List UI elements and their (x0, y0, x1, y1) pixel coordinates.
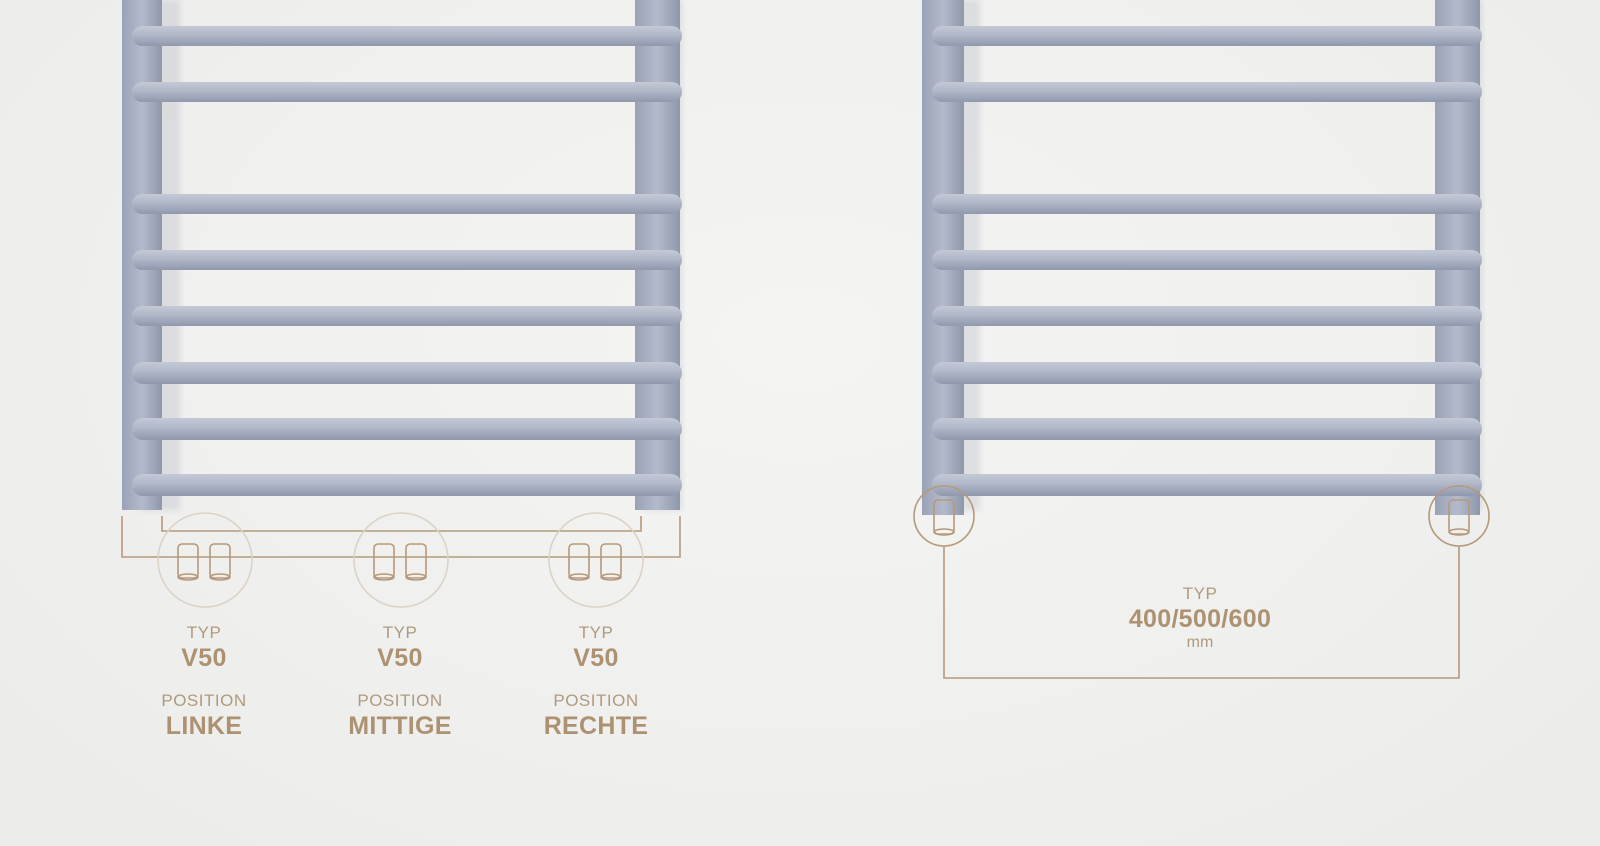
type-value: V50 (377, 644, 423, 672)
position-label: POSITION (357, 691, 443, 710)
left-radiator-bars (132, 26, 682, 496)
unit-label: mm (1186, 634, 1214, 651)
left-connection-lines (121, 516, 681, 558)
valve-single-icon (1428, 485, 1490, 547)
valve-single-icon (913, 485, 975, 547)
valve-pair-icon (353, 512, 449, 608)
type-label: TYP (382, 623, 418, 642)
position-label: POSITION (553, 691, 639, 710)
position-value: RECHTE (543, 712, 649, 740)
type-label: TYP (186, 623, 222, 642)
type-value: V50 (181, 644, 227, 672)
right-connection-lines (943, 546, 1460, 679)
right-radiator (922, 0, 1482, 515)
option-spacing: TYP 400/500/600 mm (1100, 584, 1300, 652)
option-center-mittige: TYP V50 POSITION MITTIGE (320, 623, 480, 741)
position-value: LINKE (165, 712, 243, 740)
option-left-linke: TYP V50 POSITION LINKE (124, 623, 284, 741)
type-value: V50 (573, 644, 619, 672)
option-right-rechte: TYP V50 POSITION RECHTE (516, 623, 676, 741)
valve-pair-icon (548, 512, 644, 608)
position-label: POSITION (161, 691, 247, 710)
position-value: MITTIGE (348, 712, 452, 740)
right-radiator-bars (932, 26, 1482, 496)
type-label: TYP (1182, 584, 1218, 603)
type-value: 400/500/600 (1128, 605, 1272, 633)
valve-pair-icon (157, 512, 253, 608)
left-radiator (122, 0, 682, 510)
type-label: TYP (578, 623, 614, 642)
